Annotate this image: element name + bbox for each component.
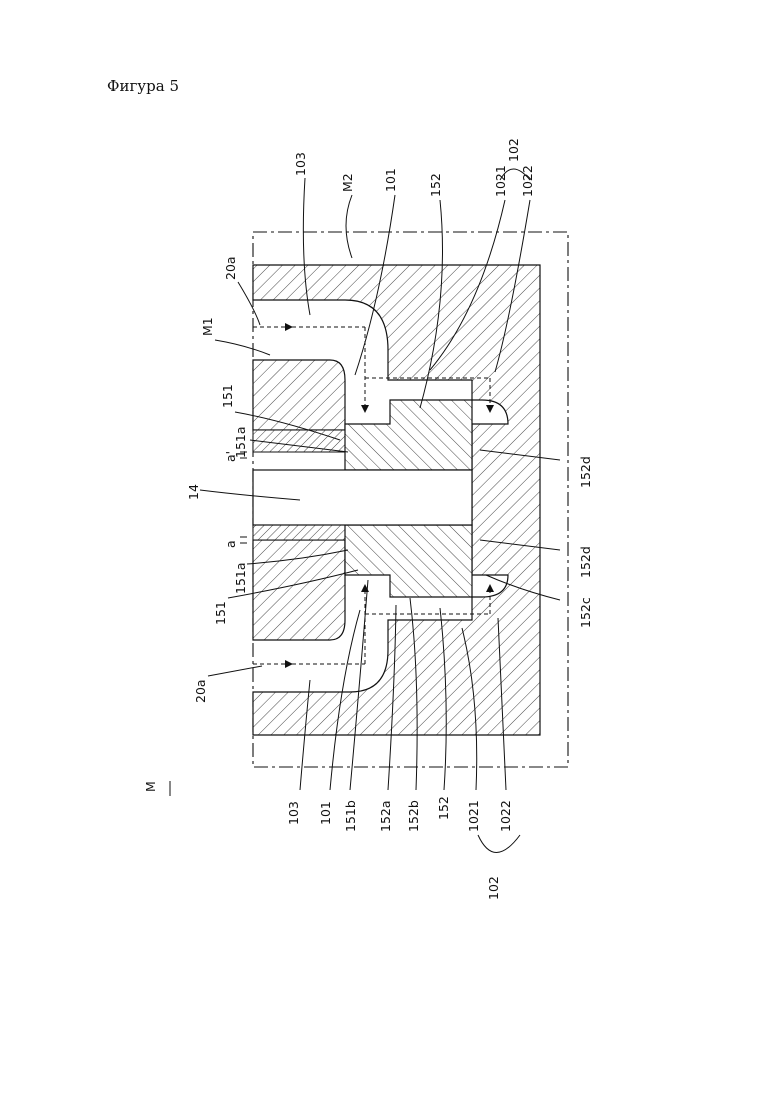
label-101-top: 101 — [383, 168, 398, 192]
label-20a-bottom: 20a — [193, 679, 208, 703]
block-151-top — [253, 360, 345, 430]
wall-strip-bottom — [253, 525, 345, 540]
label-152d-top: 152d — [578, 456, 593, 488]
label-1021-top: 1021 — [493, 165, 508, 197]
insert-152 — [345, 400, 472, 470]
label-103-bottom: 103 — [286, 801, 301, 825]
label-151a-bottom: 151a — [233, 562, 248, 594]
label-151b: 151b — [343, 800, 358, 832]
label-1021-bottom: 1021 — [466, 800, 481, 832]
label-102-top: 102 — [506, 138, 521, 162]
label-1022-top: 1022 — [520, 165, 535, 197]
label-151-top: 151 — [220, 384, 235, 408]
label-a: a — [223, 540, 238, 548]
label-152a: 152a — [378, 800, 393, 832]
label-14: 14 — [186, 484, 201, 500]
label-152b: 152b — [406, 800, 421, 832]
block-151-bottom — [253, 540, 345, 640]
insert-152-lower — [345, 525, 472, 597]
label-103-top: 103 — [293, 152, 308, 176]
brace-102-bottom — [478, 835, 520, 853]
label-m: M — [143, 781, 158, 792]
label-151-bottom: 151 — [213, 601, 228, 625]
label-1022-bottom: 1022 — [498, 800, 513, 832]
label-152c: 152c — [578, 597, 593, 628]
label-102-bottom: 102 — [486, 876, 501, 900]
dim-a — [240, 537, 247, 543]
label-m1: M1 — [200, 317, 215, 336]
channel-14 — [253, 470, 472, 525]
label-152-top: 152 — [428, 173, 443, 197]
label-152-bottom: 152 — [436, 796, 451, 820]
label-a-prime: a' — [223, 451, 238, 462]
label-m2: M2 — [340, 173, 355, 192]
label-101-bottom: 101 — [318, 801, 333, 825]
wall-strip-top — [253, 430, 345, 452]
label-152d-bottom: 152d — [578, 546, 593, 578]
figure-label-m: M — [143, 781, 170, 796]
label-20a-top: 20a — [223, 256, 238, 280]
